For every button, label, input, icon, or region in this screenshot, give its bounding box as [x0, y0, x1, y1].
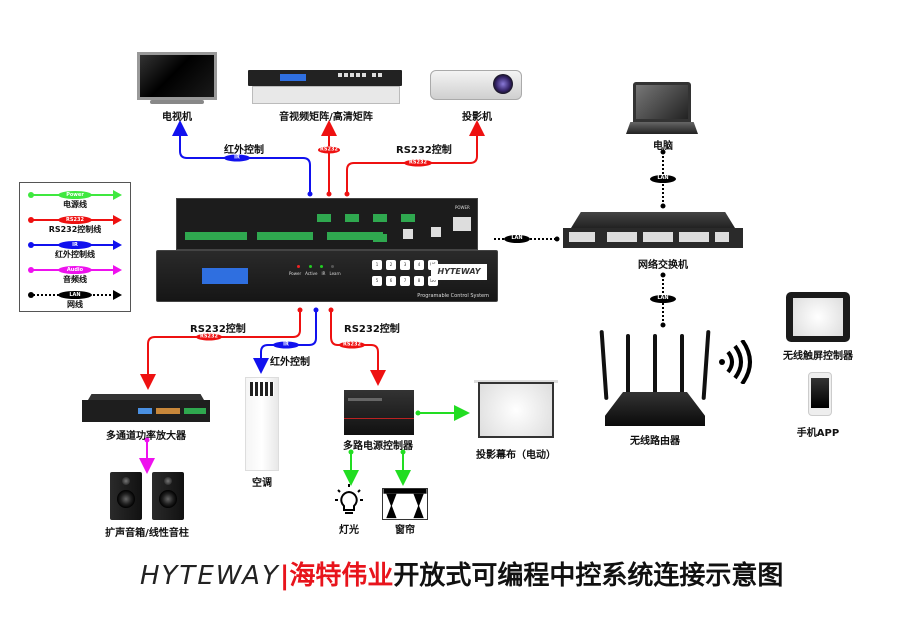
pill-lan-laptop: LAN [650, 175, 676, 183]
controller-key-7[interactable]: 7 [400, 276, 410, 286]
wifi-signal-icon [719, 340, 752, 384]
wire-rs232-amp [140, 310, 301, 390]
tv-label: 电视机 [162, 112, 192, 123]
legend: Power 电源线 RS232 RS232控制线 IR 红外控制线 Audio … [19, 182, 131, 312]
projection-screen-label: 投影幕布（电动） [476, 450, 556, 461]
controller-key-5[interactable]: 5 [372, 276, 382, 286]
controller-key-3[interactable]: 3 [400, 260, 410, 270]
controller-key-6[interactable]: 6 [386, 276, 396, 286]
brand-chinese: |海特伟业 [279, 561, 394, 591]
switch-label: 网络交换机 [638, 260, 688, 271]
controller-key-d6[interactable]: D6 [428, 276, 438, 286]
light-bulb-icon [335, 484, 363, 514]
title-text: 开放式可编程中控系统连接示意图 [393, 561, 784, 591]
light-label: 灯光 [339, 525, 359, 536]
controller-subtitle: Programable Control System [417, 293, 489, 299]
network-switch-icon [563, 212, 743, 250]
controller-key-1[interactable]: 1 [372, 260, 382, 270]
power-controller-icon [344, 390, 414, 435]
tablet-icon [786, 292, 850, 342]
matrix-label: 音视频矩阵/高清矩阵 [279, 112, 373, 123]
router-label: 无线路由器 [630, 436, 680, 447]
projector-label: 投影机 [462, 112, 492, 123]
pill-rs232-projector: RS232 [404, 159, 432, 167]
label-rs232-powerctl: RS232控制 [344, 324, 400, 335]
arrow-icon [113, 215, 122, 225]
phone-label: 手机APP [796, 428, 840, 439]
arrow-icon [113, 265, 122, 275]
diagram-title: HYTEWAY|海特伟业开放式可编程中控系统连接示意图 [140, 555, 783, 592]
legend-item-lan: LAN 网线 [20, 287, 130, 312]
matrix-icon [248, 70, 402, 104]
legend-item-rs232: RS232 RS232控制线 [20, 212, 130, 237]
power-controller-label: 多路电源控制器 [343, 441, 413, 452]
label-rs232-projector: RS232控制 [396, 145, 452, 156]
laptop-icon [633, 82, 691, 122]
amplifier-icon [82, 394, 210, 424]
phone-icon [808, 372, 832, 416]
pill-ir-ac: IR [273, 341, 299, 349]
ac-label: 空调 [252, 478, 272, 489]
label-ir-ac: 红外控制 [270, 357, 310, 368]
curtain-icon [382, 488, 428, 520]
arrow-icon [113, 290, 122, 300]
label-rs232-amp: RS232控制 [190, 324, 246, 335]
controller-key-8[interactable]: 8 [414, 276, 424, 286]
laptop-label: 电脑 [653, 141, 673, 152]
projection-screen-icon [478, 382, 554, 438]
pill-ir-tv: IR [224, 154, 250, 162]
controller-brand-logo: HYTEWAY [431, 264, 487, 280]
arrow-icon [113, 190, 122, 200]
controller-key-4[interactable]: 4 [414, 260, 424, 270]
legend-item-ir: IR 红外控制线 [20, 237, 130, 262]
pill-rs232-powerctl: RS232 [339, 341, 365, 349]
speaker-left-icon [110, 472, 142, 520]
controller-lcd [202, 268, 248, 284]
laptop-base [626, 122, 698, 134]
controller-key-2[interactable]: 2 [386, 260, 396, 270]
tablet-label: 无线触屏控制器 [783, 351, 853, 362]
pill-lan-router: LAN [650, 295, 676, 303]
screen-bar [474, 380, 558, 383]
brand-logo: HYTEWAY [140, 561, 280, 591]
projector-icon [430, 70, 522, 100]
curtain-label: 窗帘 [395, 525, 415, 536]
label-ir-tv: 红外控制 [224, 145, 264, 156]
legend-item-audio: Audio 音频线 [20, 262, 130, 287]
arrow-icon [113, 240, 122, 250]
pill-lan-switch: LAN [504, 235, 530, 243]
controller-back-panel: POWER [176, 198, 478, 250]
speakers-label: 扩声音箱/线性音柱 [105, 528, 189, 539]
tv-stand [150, 100, 204, 104]
amplifier-label: 多通道功率放大器 [106, 431, 186, 442]
air-conditioner-icon [245, 377, 279, 471]
wireless-router-icon [599, 329, 711, 430]
legend-item-power: Power 电源线 [20, 187, 130, 212]
pill-rs232-matrix: RS232 [318, 146, 340, 154]
speaker-right-icon [152, 472, 184, 520]
wire-ir-tv [172, 120, 311, 194]
tv-icon [137, 52, 217, 100]
pill-rs232-amp: RS232 [196, 333, 222, 341]
